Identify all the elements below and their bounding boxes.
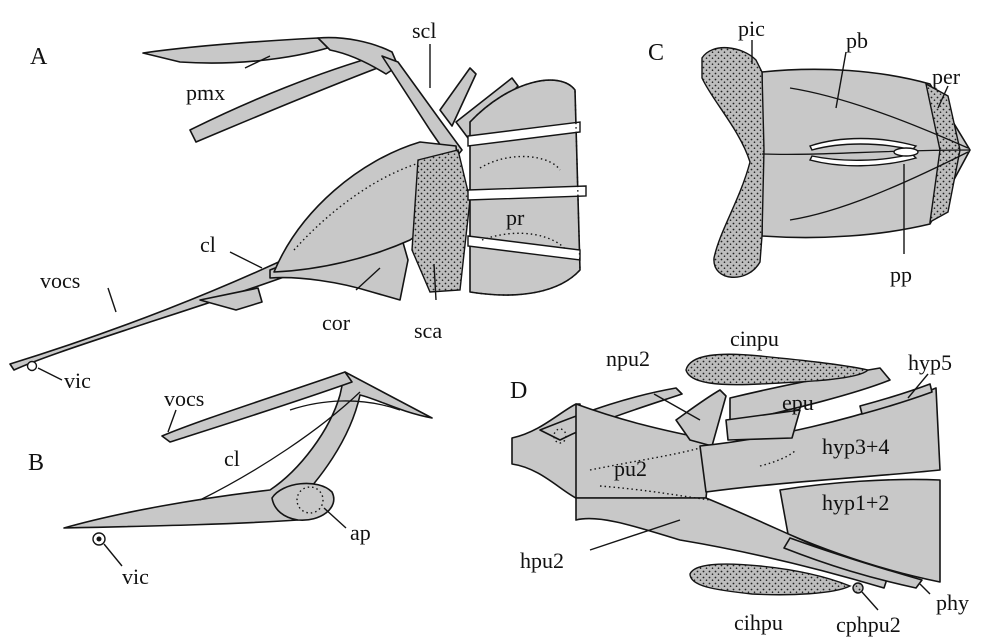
pelvic-interior-cartilage-left xyxy=(702,48,764,278)
label-cl: cl xyxy=(200,232,216,257)
label-vic-b: vic xyxy=(122,564,149,589)
label-cinpu: cinpu xyxy=(730,326,779,351)
scapula-bone xyxy=(412,150,470,292)
label-cor: cor xyxy=(322,310,351,335)
label-pr: pr xyxy=(506,205,525,230)
panel-b: B vocs cl ap vic xyxy=(28,372,432,589)
leader-vocs-b xyxy=(168,410,176,432)
label-per: per xyxy=(932,64,961,89)
panel-c-letter: C xyxy=(648,40,664,66)
premaxilla-bone xyxy=(143,38,340,63)
panel-d: D cinpu hyp5 npu2 epu hyp3+4 pu2 hyp1+2 … xyxy=(510,326,969,637)
label-vic: vic xyxy=(64,368,91,393)
vic-ossicle-b-inner xyxy=(97,537,102,542)
panel-b-letter: B xyxy=(28,450,44,476)
panel-a-letter: A xyxy=(30,44,48,70)
panel-c: C pic pb per pp xyxy=(648,16,970,287)
pelvic-process-tip xyxy=(894,148,918,156)
leader-vic-b xyxy=(104,544,122,566)
cleithrum-bone-b xyxy=(64,372,432,528)
label-hyp5: hyp5 xyxy=(908,350,952,375)
label-cihpu: cihpu xyxy=(734,610,783,635)
leader-ap xyxy=(324,508,346,528)
label-pu2: pu2 xyxy=(614,456,647,481)
label-pp: pp xyxy=(890,262,912,287)
label-scl: scl xyxy=(412,18,436,43)
leader-cphpu2 xyxy=(862,592,878,610)
label-pic: pic xyxy=(738,16,765,41)
label-cphpu2: cphpu2 xyxy=(836,612,901,637)
leader-phy xyxy=(920,584,930,594)
vic-ossicle-a xyxy=(28,362,37,371)
label-hyp34: hyp3+4 xyxy=(822,434,889,459)
panel-a: A pmx scl cl vocs vic cor sca pr xyxy=(10,18,586,393)
label-vocs-b: vocs xyxy=(164,386,204,411)
label-ap: ap xyxy=(350,520,371,545)
label-pmx: pmx xyxy=(186,80,225,105)
label-epu: epu xyxy=(782,390,814,415)
label-hyp12: hyp1+2 xyxy=(822,490,889,515)
label-phy: phy xyxy=(936,590,969,615)
label-npu2: npu2 xyxy=(606,346,650,371)
label-sca: sca xyxy=(414,318,442,343)
label-hpu2: hpu2 xyxy=(520,548,564,573)
panel-d-letter: D xyxy=(510,378,527,404)
leader-cl xyxy=(230,252,262,268)
label-cl-b: cl xyxy=(224,446,240,471)
leader-vocs xyxy=(108,288,116,312)
label-vocs: vocs xyxy=(40,268,80,293)
label-pb: pb xyxy=(846,28,868,53)
cphpu2-cartilage xyxy=(853,583,863,593)
leader-vic xyxy=(38,368,62,380)
